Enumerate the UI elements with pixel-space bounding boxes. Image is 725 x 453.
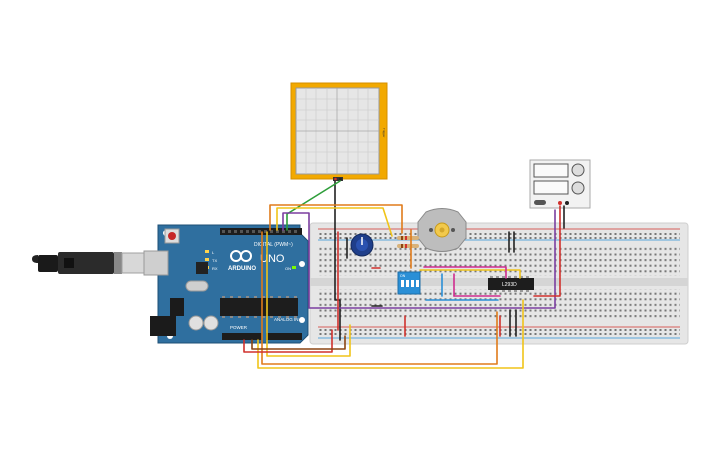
wire-yellow[interactable] (276, 207, 393, 237)
oscilloscope-label: Trigger (382, 128, 386, 137)
l-led-label: L (212, 250, 215, 255)
voltage-knob[interactable] (571, 163, 585, 177)
on-led (292, 266, 296, 269)
oscilloscope-pin-negative (339, 177, 342, 181)
top-power-rail-holes (318, 231, 680, 239)
ic-label: L293D (502, 282, 517, 288)
resistor (397, 236, 419, 240)
ic-body (488, 278, 534, 290)
current-display (533, 180, 569, 195)
voltage-display (533, 163, 569, 178)
resistor-band (401, 244, 403, 248)
reset-button-cap-icon (168, 232, 176, 240)
dip-switch-label: ON (400, 274, 406, 278)
power-jack (150, 316, 176, 336)
arduino-logo-text: ARDUINO (228, 266, 256, 272)
tx-led-label: TX (212, 258, 217, 263)
supply-terminal-positive[interactable] (558, 201, 562, 205)
oscilloscope-grid (296, 88, 379, 174)
wire-purple[interactable] (282, 209, 556, 309)
usb-plug-grip (64, 258, 74, 268)
capacitor-icon (203, 315, 219, 331)
mount-hole-icon (299, 261, 305, 267)
capacitor-icon (188, 315, 204, 331)
power-supply[interactable] (529, 159, 591, 209)
resistor (397, 244, 419, 248)
wire-brown-gnd[interactable] (251, 335, 346, 350)
crystal (185, 280, 209, 292)
analog-header[interactable] (266, 333, 302, 340)
usb-chip (196, 262, 208, 274)
resistor-group[interactable] (397, 236, 419, 248)
supply-terminal-negative[interactable] (565, 201, 569, 205)
wire-yellow-bottom[interactable] (266, 231, 351, 357)
motor-shaft-center-icon (439, 227, 445, 233)
motor-terminal-icon (451, 228, 455, 232)
mount-hole-icon (299, 317, 305, 323)
wire-yellow-ic[interactable] (419, 269, 521, 279)
dip-switch-toggle[interactable] (401, 280, 404, 287)
power-header[interactable] (222, 333, 262, 340)
atmega-chip (220, 298, 298, 316)
potentiometer[interactable] (350, 233, 374, 257)
uno-label: UNO (260, 253, 285, 265)
motor-terminal-icon (429, 228, 433, 232)
bottom-terminal-strip-holes (318, 289, 680, 318)
wire-yellow-outer[interactable] (257, 299, 524, 369)
on-led-label: ON (285, 266, 291, 271)
oscilloscope-terminals[interactable] (333, 177, 343, 181)
current-knob[interactable] (571, 181, 585, 195)
breadboard[interactable] (309, 222, 689, 345)
dc-motor[interactable] (417, 208, 467, 252)
dip-switch-toggle[interactable] (416, 280, 419, 287)
resistor-band (401, 236, 403, 240)
l-led (205, 250, 209, 253)
usb-cable[interactable] (32, 252, 163, 274)
resistor-band (405, 244, 407, 248)
oscilloscope-pin-positive (334, 177, 337, 181)
top-terminal-strip-holes (318, 247, 680, 276)
wire-orange-long[interactable] (261, 231, 498, 365)
digital-header-pins (222, 230, 297, 233)
usb-receptacle (143, 250, 169, 276)
wire-red-5v[interactable] (243, 329, 333, 353)
dip-switch[interactable]: ON (397, 271, 421, 295)
arduino-uno-board[interactable]: DIGITAL (PWM~) ARDUINO UNO L TX RX ON (143, 224, 309, 344)
dip-switch-toggle[interactable] (411, 280, 414, 287)
ic-pins (490, 276, 529, 292)
digital-label: DIGITAL (PWM~) (254, 242, 293, 248)
oscilloscope[interactable]: Trigger (290, 82, 388, 181)
usb-cable-body (38, 255, 58, 272)
power-switch[interactable] (534, 200, 546, 205)
resistor-band (405, 236, 407, 240)
voltage-regulator (170, 298, 184, 316)
atmega-chip-pins (222, 296, 297, 318)
wire-green[interactable] (286, 180, 341, 231)
arduino-logo-icon (230, 250, 252, 262)
analog-label: ANALOG IN (274, 317, 299, 322)
rx-led-label: RX (212, 266, 218, 271)
wire-magenta-ic[interactable] (423, 266, 507, 279)
usb-plug (58, 252, 114, 274)
bottom-power-rail-holes (318, 329, 680, 337)
usb-plug-collar (114, 252, 122, 274)
usb-cable-end (32, 255, 38, 263)
wire-red-supply[interactable] (533, 205, 561, 297)
tx-led (205, 258, 209, 261)
l293d-ic[interactable]: L293D (488, 276, 534, 292)
wires (243, 180, 565, 369)
dip-switch-toggle[interactable] (406, 280, 409, 287)
wire-orange[interactable] (269, 204, 403, 234)
power-label: POWER (230, 325, 248, 330)
